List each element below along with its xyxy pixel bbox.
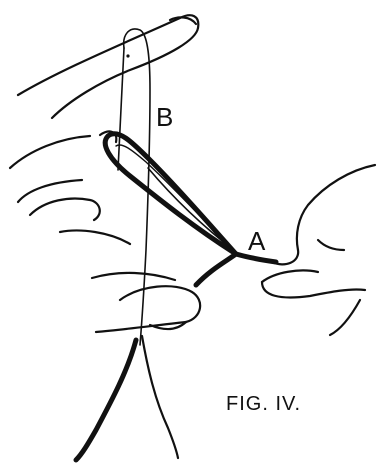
lower-finger-knuckle [30, 199, 100, 220]
thread-b-left-strand [118, 48, 124, 170]
cord-hanging-left [76, 340, 136, 460]
upper-hand-palm [10, 136, 90, 168]
cord-hanging-right [142, 336, 178, 458]
label-a: A [248, 226, 266, 256]
right-hand-lower-edge [330, 300, 360, 335]
cord-left-tail [196, 254, 236, 285]
right-hand-crease [318, 240, 344, 250]
left-hand-fingers [92, 273, 175, 280]
lower-finger-under [60, 231, 130, 245]
finger-mark [126, 54, 129, 57]
right-hand-lower-finger [262, 270, 318, 282]
figure-caption: FIG. IV. [226, 393, 301, 415]
index-finger-top [18, 15, 198, 95]
lower-left-hand [92, 273, 200, 332]
right-hand-top [297, 165, 375, 250]
left-hand-thumb-top [120, 286, 200, 322]
right-hand-thumb [262, 282, 365, 297]
label-b: B [156, 102, 173, 132]
right-hand [262, 165, 375, 335]
